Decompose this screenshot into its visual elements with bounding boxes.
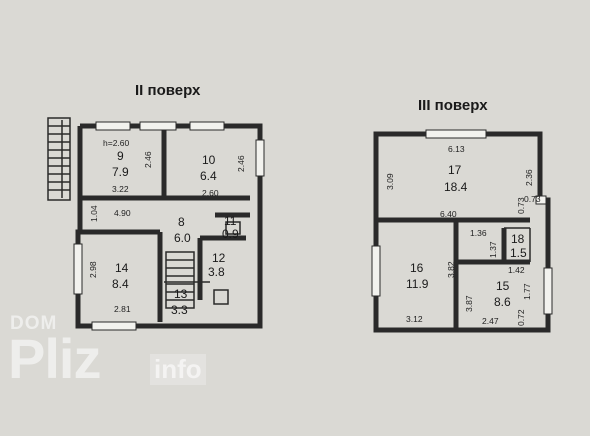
window bbox=[255, 139, 265, 177]
dim-label: 6.40 bbox=[440, 209, 457, 219]
room-15-number: 15 bbox=[496, 279, 510, 293]
watermark-dom: DOM bbox=[10, 313, 58, 334]
dim-label: 0.73 bbox=[516, 197, 526, 214]
room-11-area: 0.9 bbox=[222, 227, 239, 241]
room-13-area: 3.3 bbox=[171, 303, 188, 317]
room-17-number: 17 bbox=[448, 163, 462, 177]
dim-label: 4.90 bbox=[114, 208, 131, 218]
floor-2-title: ІІ поверх bbox=[135, 82, 201, 99]
room-12-number: 12 bbox=[212, 251, 226, 265]
toilet-fixture bbox=[213, 289, 229, 305]
watermark-pliz: Pliz bbox=[8, 327, 101, 390]
watermark-info: info bbox=[150, 354, 206, 385]
room-9-height: h=2.60 bbox=[103, 138, 130, 148]
room-9-number: 9 bbox=[117, 149, 124, 163]
window bbox=[535, 195, 547, 205]
room-12-area: 3.8 bbox=[208, 265, 225, 279]
window bbox=[371, 245, 381, 297]
room-18-area: 1.5 bbox=[510, 246, 527, 260]
room-14-number: 14 bbox=[115, 261, 129, 275]
window bbox=[425, 129, 487, 139]
window bbox=[91, 321, 137, 331]
room-8-area: 6.0 bbox=[174, 231, 191, 245]
dim-label: 0.72 bbox=[516, 309, 526, 326]
window bbox=[139, 121, 177, 131]
room-18-number: 18 bbox=[511, 232, 525, 246]
dim-label: 3.22 bbox=[112, 184, 129, 194]
room-10-number: 10 bbox=[202, 153, 216, 167]
room-11-number: 11 bbox=[224, 214, 237, 228]
dim-label: 2.47 bbox=[482, 316, 499, 326]
room-8-number: 8 bbox=[178, 215, 185, 229]
dim-label: 6.13 bbox=[448, 144, 465, 154]
dim-label: 1.37 bbox=[488, 241, 498, 258]
room-16-number: 16 bbox=[410, 261, 424, 275]
dim-label: 3.09 bbox=[385, 173, 395, 190]
window bbox=[189, 121, 225, 131]
room-9-area: 7.9 bbox=[112, 165, 129, 179]
room-13-number: 13 bbox=[174, 287, 188, 301]
room-16-area: 11.9 bbox=[406, 277, 429, 291]
internal-stairs bbox=[165, 251, 195, 309]
dim-label: 2.60 bbox=[202, 188, 219, 198]
dim-label: 2.46 bbox=[236, 155, 246, 172]
room-10-area: 6.4 bbox=[200, 169, 217, 183]
dim-label: 3.87 bbox=[464, 295, 474, 312]
window bbox=[95, 121, 131, 131]
window bbox=[73, 243, 83, 295]
window bbox=[543, 267, 553, 315]
dim-label: 2.36 bbox=[524, 169, 534, 186]
dim-label: 0.73 bbox=[524, 194, 541, 204]
dim-label: 1.42 bbox=[508, 265, 525, 275]
floor-3-title: ІІІ поверх bbox=[418, 97, 488, 114]
dim-label: 1.36 bbox=[470, 228, 487, 238]
floor-3-plan: ІІІ поверх 17 18.4 16 11.9 15 8.6 18 1.5… bbox=[371, 97, 553, 333]
dim-label: 2.46 bbox=[143, 151, 153, 168]
dim-label: 2.98 bbox=[88, 261, 98, 278]
room-17-area: 18.4 bbox=[444, 180, 468, 194]
dim-label: 2.81 bbox=[114, 304, 131, 314]
dim-label: 3.82 bbox=[446, 261, 456, 278]
dim-label: 1.04 bbox=[89, 205, 99, 222]
external-stairs bbox=[47, 117, 71, 201]
floor-2-plan: ІІ поверх bbox=[47, 82, 265, 331]
room-15-area: 8.6 bbox=[494, 295, 511, 309]
dim-label: 3.12 bbox=[406, 314, 423, 324]
sink-fixture bbox=[225, 221, 241, 235]
room-14-area: 8.4 bbox=[112, 277, 129, 291]
dim-label: 1.77 bbox=[522, 283, 532, 300]
